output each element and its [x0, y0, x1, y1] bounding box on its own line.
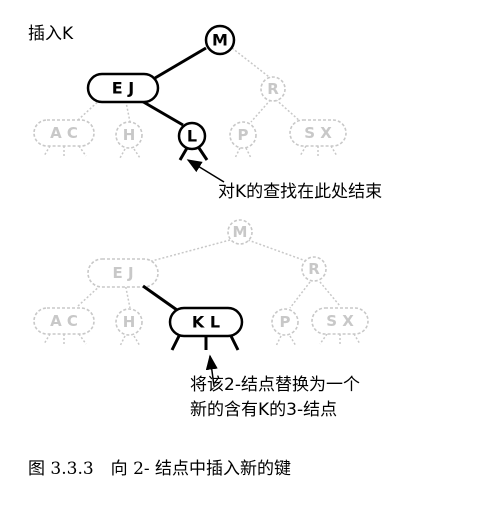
bottom-annotation-line2: 新的含有K的3-结点 — [190, 400, 337, 420]
bottom-node-p: P — [280, 313, 291, 331]
top-node-sx: S X — [304, 124, 332, 142]
bottom-faded-nodes — [33, 219, 369, 336]
bottom-node-r: R — [308, 260, 320, 278]
top-annotation: 对K的查找在此处结束 — [218, 182, 382, 202]
top-node-l: L — [187, 127, 197, 146]
bottom-node-h: H — [123, 313, 136, 331]
top-annotation-arrow — [186, 159, 225, 183]
top-node-h: H — [123, 126, 136, 144]
bottom-node-sx: S X — [326, 312, 354, 330]
bottom-node-kl: K L — [192, 313, 220, 332]
top-node-p: P — [238, 126, 249, 144]
top-node-ac: A C — [50, 124, 78, 142]
bottom-new-3-node — [168, 306, 244, 338]
top-bold-nodes — [86, 24, 236, 151]
top-search-path — [139, 46, 209, 161]
top-node-r: R — [267, 80, 279, 98]
bottom-node-ac: A C — [50, 312, 78, 330]
bottom-node-m: M — [233, 223, 248, 241]
top-faded-nodes — [33, 76, 347, 149]
top-title: 插入K — [28, 24, 74, 44]
bottom-annotation-line1: 将该2-结点替换为一个 — [190, 375, 360, 395]
bottom-node-ej: E J — [112, 264, 133, 282]
top-node-ej: E J — [112, 79, 134, 98]
bottom-annotation-arrow — [205, 354, 218, 387]
top-node-m: M — [212, 31, 228, 50]
figure-caption: 图 3.3.3 向 2- 结点中插入新的键 — [28, 459, 291, 479]
